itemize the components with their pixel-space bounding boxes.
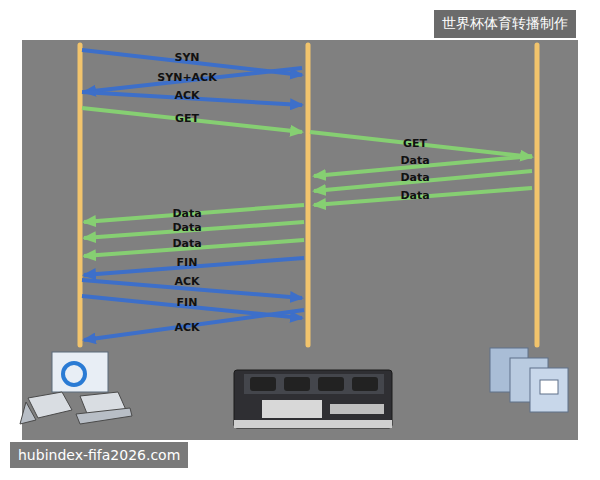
background-panel — [22, 40, 578, 440]
message-label: FIN — [177, 256, 198, 269]
message-label: GET — [403, 137, 427, 150]
watermark-text: hubindex-fifa2026.com — [10, 442, 188, 468]
message-label: ACK — [174, 89, 199, 102]
message-label: SYN+ACK — [157, 71, 216, 84]
message-label: ACK — [174, 321, 199, 334]
server-icon — [490, 348, 568, 412]
message-label: FIN — [177, 296, 198, 309]
message-label: ACK — [174, 275, 199, 288]
message-label: SYN — [174, 51, 199, 64]
message-label: GET — [175, 112, 199, 125]
client-icon — [20, 352, 132, 424]
message-label: Data — [172, 207, 201, 220]
message-label: Data — [172, 221, 201, 234]
load-balancer-icon — [234, 370, 392, 428]
message-arrows — [82, 50, 532, 340]
message-label: Data — [172, 237, 201, 250]
message-label: Data — [400, 189, 429, 202]
watermark-text: 世界杯体育转播制作 — [434, 10, 576, 38]
lifelines — [80, 45, 537, 345]
message-label: Data — [400, 154, 429, 167]
message-label: Data — [400, 171, 429, 184]
